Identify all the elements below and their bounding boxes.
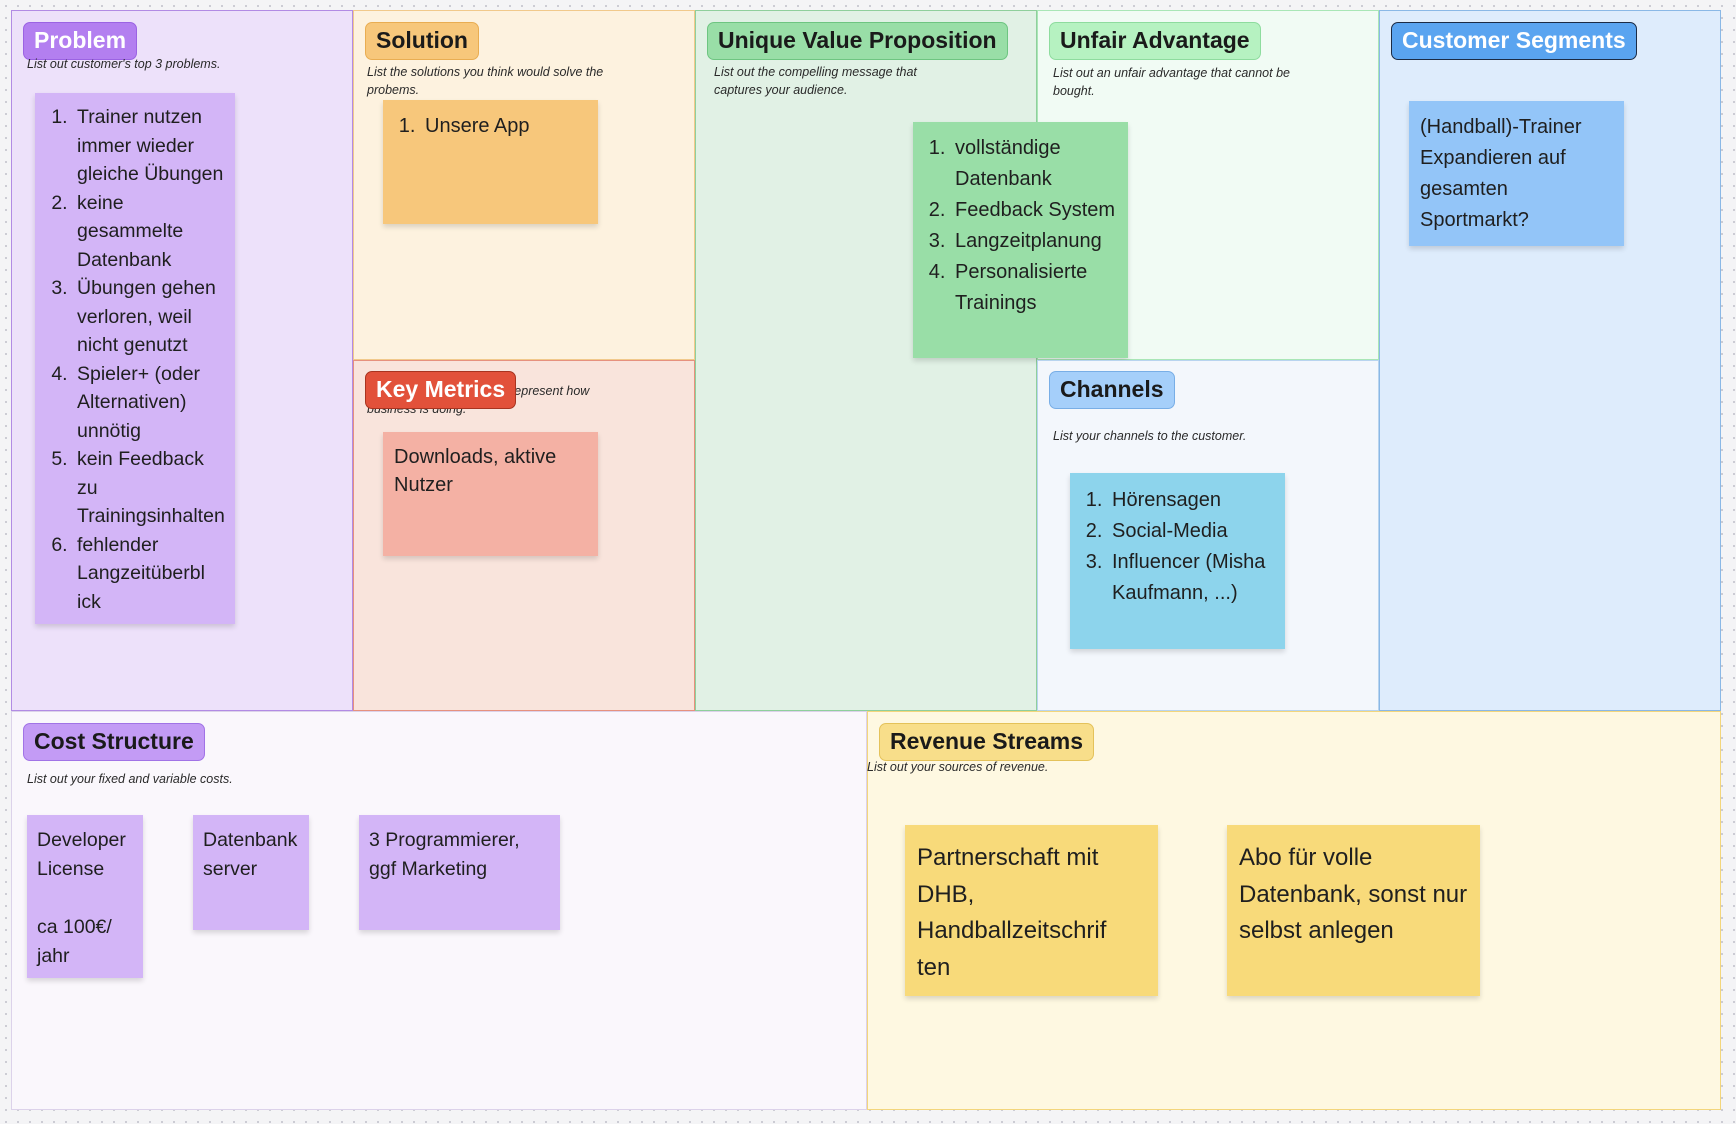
solution-hint: List the solutions you think would solve…	[367, 65, 604, 97]
customer-segments-sticky-note[interactable]: (Handball)-Trainer Expandieren auf gesam…	[1409, 101, 1624, 246]
problem-label[interactable]: Problem	[23, 22, 138, 60]
problem-list-item: keine gesammelte Datenbank	[73, 189, 227, 275]
problem-list: Trainer nutzen immer wieder gleiche Übun…	[35, 103, 227, 616]
cost-sticky-note[interactable]: 3 Programmierer, ggf Marketing	[359, 815, 560, 930]
cost-note-text: Datenbank server	[203, 829, 298, 880]
revenue-sticky-note[interactable]: Abo für volle Datenbank, sonst nur selbs…	[1227, 825, 1480, 996]
cost-structure-label[interactable]: Cost Structure	[23, 723, 205, 761]
revenue-sticky-note[interactable]: Partnerschaft mit DHB, Handballzeitschri…	[905, 825, 1158, 996]
problem-list-item: Trainer nutzen immer wieder gleiche Übun…	[73, 103, 227, 189]
cost-structure-hint: List out your fixed and variable costs.	[27, 772, 233, 786]
channels-list-item: Hörensagen	[1108, 485, 1279, 516]
problem-sticky-note[interactable]: Trainer nutzen immer wieder gleiche Übun…	[35, 93, 235, 624]
cost-note-text: Developer License	[37, 829, 126, 880]
key-metrics-note: Downloads, aktive Nutzer	[394, 446, 557, 496]
problem-list-item: Übungen gehen verloren, weil nicht genut…	[73, 274, 227, 360]
uvp-label[interactable]: Unique Value Proposition	[707, 22, 1008, 60]
customer-segments-label[interactable]: Customer Segments	[1391, 22, 1637, 60]
uvp-list-item: Personalisierte Trainings	[951, 257, 1124, 319]
channels-list-item: Social-Media	[1108, 516, 1279, 547]
uvp-list-item: Langzeitplanung	[951, 226, 1124, 257]
cost-note-text: 3 Programmierer, ggf Marketing	[369, 829, 520, 880]
channels-list-item: Influencer (Misha Kaufmann, ...)	[1108, 547, 1279, 609]
key-metrics-label[interactable]: Key Metrics	[365, 371, 517, 409]
key-metrics-sticky-note[interactable]: Downloads, aktive Nutzer	[383, 432, 598, 556]
channels-sticky-note[interactable]: Hörensagen Social-Media Influencer (Mish…	[1070, 473, 1285, 649]
uvp-sticky-note[interactable]: vollständige Datenbank Feedback System L…	[913, 122, 1128, 358]
problem-hint: List out customer's top 3 problems.	[27, 57, 221, 71]
revenue-note-text: Partnerschaft mit DHB, Handballzeitschri…	[917, 844, 1107, 981]
revenue-streams-hint: List out your sources of revenue.	[867, 760, 1049, 774]
cost-sticky-note[interactable]: Datenbank server	[193, 815, 309, 930]
channels-list: Hörensagen Social-Media Influencer (Mish…	[1070, 485, 1279, 609]
uvp-hint: List out the compelling message that cap…	[714, 65, 917, 97]
cost-sticky-note[interactable]: Developer License ca 100€/ jahr	[27, 815, 143, 978]
solution-list-item: Unsere App	[421, 112, 590, 140]
cost-note-text: ca 100€/ jahr	[37, 916, 112, 967]
uvp-section	[695, 10, 1037, 711]
unfair-advantage-label[interactable]: Unfair Advantage	[1049, 22, 1261, 60]
unfair-advantage-hint: List out an unfair advantage that cannot…	[1053, 66, 1290, 98]
problem-list-item: fehlender Langzeitüberbl ick	[73, 531, 227, 617]
revenue-streams-label[interactable]: Revenue Streams	[879, 723, 1095, 761]
uvp-list-item: Feedback System	[951, 195, 1124, 226]
channels-label[interactable]: Channels	[1049, 371, 1175, 409]
channels-hint: List your channels to the customer.	[1053, 429, 1247, 443]
problem-list-item: kein Feedback zu Trainingsinhalten	[73, 445, 227, 531]
problem-list-item: Spieler+ (oder Alternativen) unnötig	[73, 360, 227, 446]
uvp-list-item: vollständige Datenbank	[951, 133, 1124, 195]
solution-list: Unsere App	[383, 112, 590, 140]
customer-segments-note: (Handball)-Trainer Expandieren auf gesam…	[1420, 116, 1582, 231]
uvp-list: vollständige Datenbank Feedback System L…	[913, 133, 1124, 319]
solution-label[interactable]: Solution	[365, 22, 479, 60]
solution-sticky-note[interactable]: Unsere App	[383, 100, 598, 224]
revenue-note-text: Abo für volle Datenbank, sonst nur selbs…	[1239, 844, 1468, 944]
